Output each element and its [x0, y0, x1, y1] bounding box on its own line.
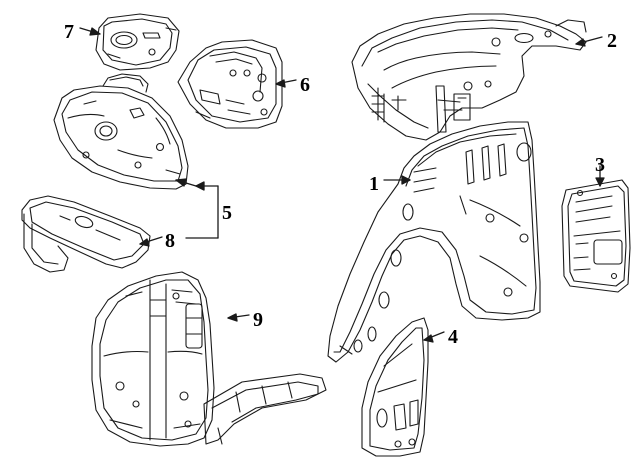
part-7-shape [95, 13, 180, 71]
callout-label-1: 1 [369, 173, 379, 195]
part-1-shape [327, 121, 541, 363]
callout-label-4: 4 [448, 326, 458, 348]
callout-label-8: 8 [165, 230, 175, 252]
part-2-shape [351, 13, 587, 141]
callout-leaders [79, 27, 605, 343]
callout-label-3: 3 [595, 154, 605, 176]
callout-label-5: 5 [222, 202, 232, 224]
callout-label-7: 7 [64, 21, 74, 43]
part-6-shape [177, 39, 283, 129]
part-8-shape [21, 195, 151, 273]
callout-label-2: 2 [607, 30, 617, 52]
part-3-shape [561, 179, 631, 293]
callout-label-9: 9 [253, 309, 263, 331]
part-5-shape [53, 73, 189, 190]
callout-label-6: 6 [300, 74, 310, 96]
part-4-shape [361, 317, 429, 457]
part-9-shape [91, 271, 327, 447]
